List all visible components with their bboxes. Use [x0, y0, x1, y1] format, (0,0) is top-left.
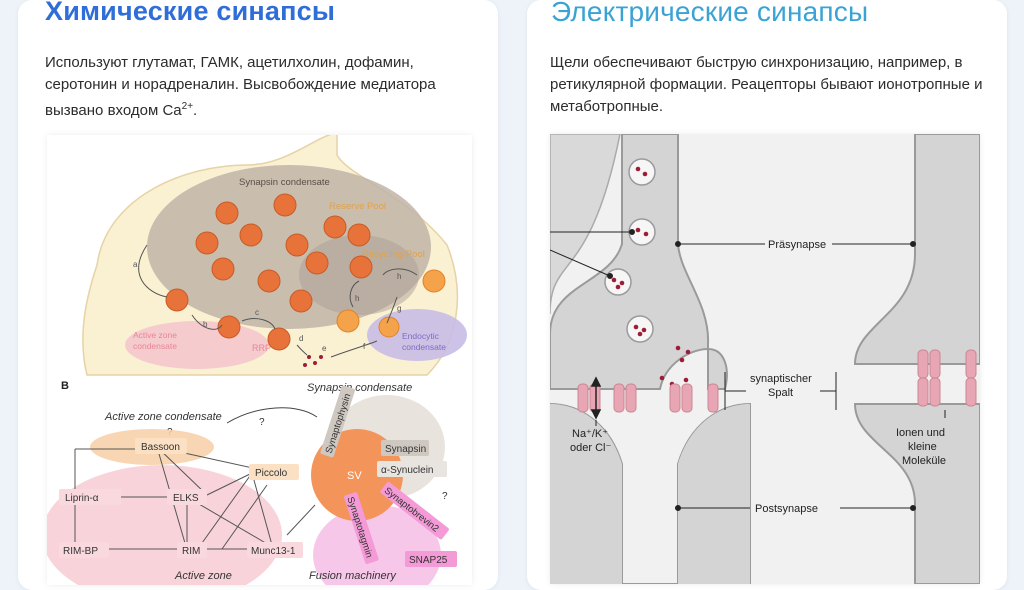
presynaptic-terminal — [550, 134, 728, 390]
elks-box — [167, 489, 207, 505]
ca-superscript: 2+ — [181, 101, 194, 112]
chemical-synapse-description: Используют глутамат, ГАМК, ацетилхолин, … — [45, 54, 436, 119]
svg-text:d: d — [299, 334, 303, 343]
label-cleft-1: synaptischer — [750, 373, 812, 385]
receptor-channels — [577, 383, 719, 413]
label-fusion-machinery: Fusion machinery — [309, 570, 397, 582]
cycle-arrows — [138, 244, 418, 358]
label-postsynapse: Postsynapse — [755, 503, 818, 515]
synapsin-box — [381, 440, 429, 456]
label-synapsin-condensate: Synapsin condensate — [307, 382, 412, 394]
rim-box — [177, 542, 207, 558]
label-endocytic-1: Endocytic — [402, 331, 440, 341]
label-cleft-2: Spalt — [768, 387, 793, 399]
bassoon-box — [135, 438, 187, 454]
synuclein-box — [377, 461, 447, 477]
released-neurotransmitter — [303, 355, 323, 367]
label-synapsin: Synapsin — [385, 444, 426, 455]
label-bassoon: Bassoon — [141, 442, 180, 453]
electrical-synapse-diagram: Präsynapse synaptischer Spalt Na⁺/K⁺ ode… — [550, 134, 980, 584]
electrical-post-neuron — [853, 403, 980, 584]
chemical-synapse-title: Химические синапсы — [45, 0, 336, 26]
panel-b-label: B — [61, 380, 69, 392]
label-reserve-pool: Reserve Pool — [329, 201, 386, 212]
label-active-zone-small-1: Active zone — [133, 330, 177, 340]
svg-text:g: g — [397, 304, 401, 313]
svg-text:h: h — [397, 272, 401, 281]
electrical-synapse-figure: Präsynapse synaptischer Spalt Na⁺/K⁺ ode… — [550, 134, 980, 584]
question-mark-3: ? — [442, 491, 448, 502]
svg-text:a: a — [133, 260, 138, 269]
annotation-lines — [550, 229, 946, 511]
synaptophysin-box — [320, 385, 355, 458]
recycling-vesicles — [336, 269, 446, 338]
label-active-zone-bottom: Active zone — [174, 570, 232, 582]
label-ionen-2: kleine — [908, 441, 937, 453]
svg-text:b: b — [203, 320, 208, 329]
electrical-synapse-description: Щели обеспечивают быструю синхронизацию,… — [550, 54, 983, 115]
vesicles — [604, 158, 656, 343]
label-rim: RIM — [182, 546, 200, 557]
label-ions-1: Na⁺/K⁺ — [572, 428, 608, 440]
label-rrp: RRP — [252, 343, 271, 353]
label-rim-bp: RIM-BP — [63, 546, 98, 557]
label-prasynapse: Präsynapse — [768, 239, 826, 251]
synaptobrevin-box — [380, 481, 449, 540]
active-zone-blob — [47, 465, 282, 585]
chemical-synapse-figure: Synapsin condensate Reserve Pool Recycli… — [47, 135, 472, 585]
chemical-synapse-diagram: Synapsin condensate Reserve Pool Recycli… — [47, 135, 467, 585]
question-mark-1: ? — [259, 417, 265, 428]
postsynaptic-terminal — [550, 404, 750, 584]
label-synuclein: α-Synuclein — [381, 465, 433, 476]
label-ionen-3: Moleküle — [902, 455, 946, 467]
svg-text:f: f — [363, 342, 366, 351]
arrow-letters: a b c d e f g h h — [133, 260, 401, 353]
piccolo-box — [249, 464, 299, 480]
left-neuron-shape — [550, 134, 621, 315]
liprin-box — [59, 489, 121, 505]
synaptotagmin-box — [344, 492, 379, 564]
label-active-zone-small-2: condensate — [133, 341, 177, 351]
rim-bp-box — [59, 542, 109, 558]
svg-text:c: c — [255, 308, 259, 317]
chemical-synapse-card: Химические синапсы Используют глутамат, … — [18, 0, 498, 590]
label-piccolo: Piccolo — [255, 468, 288, 479]
svg-text:h: h — [355, 294, 359, 303]
label-ionen-1: Ionen und — [896, 427, 945, 439]
snap25-box — [405, 551, 457, 567]
label-synapsin-condensate-top: Synapsin condensate — [239, 177, 330, 188]
electrical-synapse-title: Электрические синапсы — [551, 0, 869, 27]
label-snap25: SNAP25 — [409, 555, 448, 566]
label-ions-2: oder Cl⁻ — [570, 442, 611, 454]
electrical-synapse-card: Электрические синапсы Щели обеспечивают … — [527, 0, 1007, 590]
synaptic-vesicles — [165, 193, 373, 351]
label-active-zone-condensate: Active zone condensate — [104, 411, 222, 423]
label-liprin: Liprin-α — [65, 493, 99, 504]
label-recycling-pool: Recycling Pool — [362, 249, 425, 260]
label-sv: SV — [347, 470, 362, 482]
electrical-pre-neuron — [853, 134, 980, 365]
arrow-az-to-synapsin — [226, 407, 318, 424]
label-munc: Munc13-1 — [251, 546, 296, 557]
munc-box — [247, 542, 303, 558]
label-elks: ELKS — [173, 493, 199, 504]
label-endocytic-2: condensate — [402, 342, 446, 352]
gap-junction-channels — [917, 349, 977, 407]
ion-arrow — [590, 376, 602, 420]
svg-text:e: e — [322, 344, 327, 353]
